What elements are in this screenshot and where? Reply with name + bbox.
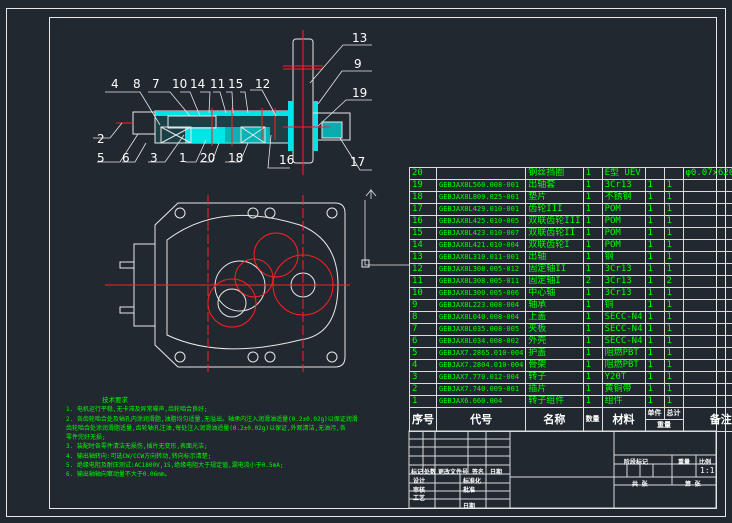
callout-20: 20 bbox=[200, 151, 215, 165]
note-item: 零件完好无损; bbox=[66, 434, 106, 442]
note-item: 1. 电机运行平稳,无卡滞及异常噪声,齿轮啮合良好; bbox=[66, 406, 208, 414]
bearing-1 bbox=[160, 126, 192, 144]
note-item: 3. 装配时各零件清洁无损伤,插片无变形,表面光洁; bbox=[66, 443, 208, 451]
tb-change-doc: 更改文件号 bbox=[438, 469, 469, 476]
callout-3: 3 bbox=[150, 151, 158, 165]
note-item: 6. 输出轴轴向窜动量不大于0.06mm。 bbox=[66, 471, 171, 479]
callout-5: 5 bbox=[97, 151, 105, 165]
hdr-no: 序号 bbox=[409, 407, 437, 432]
bom-qty: 1 bbox=[582, 383, 603, 396]
bom-header: 序号 代号 名称 数量 材料 单件 总计 备注 bbox=[409, 407, 732, 432]
tb-check: 审核 bbox=[413, 487, 426, 494]
tb-scale-value: 1:1 bbox=[700, 466, 715, 475]
callout-17: 17 bbox=[350, 155, 365, 169]
callout-19: 19 bbox=[352, 86, 367, 100]
callout-6: 6 bbox=[122, 151, 130, 165]
tb-sheet: 共 张 bbox=[632, 481, 648, 488]
bom-qty: 1 bbox=[582, 239, 603, 252]
bearing-2 bbox=[240, 126, 266, 144]
note-item: 4. 输出轴转向:可选CW/CCW方向转动,转向标示清楚; bbox=[66, 452, 212, 460]
note-item: 齿轮啮合处涂润滑脂适量,齿轮轴孔注油,每处注入润滑油适量(0.2±0.02g)以… bbox=[66, 424, 346, 432]
callout-15: 15 bbox=[228, 77, 243, 91]
tb-process: 工艺 bbox=[413, 495, 426, 502]
callout-numbers: 13 9 19 17 12 4 8 7 10 14 11 15 2 5 6 3 … bbox=[97, 31, 367, 169]
callout-1: 1 bbox=[179, 151, 187, 165]
bom-qty: 1 bbox=[582, 311, 603, 324]
note-item: 5. 绝缘电阻及耐压测试:AC1800V,1S,绝缘电阻大于规定值,漏电流小于0… bbox=[66, 462, 284, 470]
callout-8: 8 bbox=[133, 77, 141, 91]
gearbox-housing bbox=[154, 202, 346, 368]
tb-signature: 签名 bbox=[472, 469, 485, 476]
tb-date: 日期 bbox=[490, 469, 503, 476]
section-view bbox=[116, 30, 351, 175]
tb-stage-mark: 阶段标记 bbox=[624, 459, 649, 466]
callout-9: 9 bbox=[354, 57, 362, 71]
callout-13: 13 bbox=[352, 31, 367, 45]
tb-approve: 批准 bbox=[463, 487, 476, 494]
hdr-qty: 数量 bbox=[582, 407, 603, 432]
callout-10: 10 bbox=[172, 77, 187, 91]
callout-11: 11 bbox=[210, 77, 225, 91]
technical-notes: 技术要求 1. 电机运行平稳,无卡滞及异常噪声,齿轮啮合良好;2. 各齿轮啮合处… bbox=[66, 396, 358, 480]
tb-date2: 日期 bbox=[463, 503, 476, 510]
hdr-code: 代号 bbox=[435, 407, 527, 432]
callout-4: 4 bbox=[111, 77, 119, 91]
callout-14: 14 bbox=[190, 77, 205, 91]
callout-16: 16 bbox=[279, 153, 294, 167]
tb-scale: 比例 bbox=[699, 459, 712, 466]
tb-mark: 标记 bbox=[411, 469, 424, 476]
callout-2: 2 bbox=[97, 132, 105, 146]
tb-sheet-of: 第 张 bbox=[685, 481, 701, 488]
tb-weight: 重量 bbox=[678, 459, 691, 466]
tb-standardization: 标准化 bbox=[463, 478, 482, 485]
callout-18: 18 bbox=[228, 151, 243, 165]
tb-design: 设计 bbox=[413, 478, 426, 485]
notes-title: 技术要求 bbox=[102, 396, 128, 404]
callout-12: 12 bbox=[255, 77, 270, 91]
callout-7: 7 bbox=[152, 77, 160, 91]
note-item: 2. 各齿轮啮合处及轴孔内涂润滑脂,油脂均匀适量,无溢出。轴承内注入润滑油适量(… bbox=[66, 415, 358, 423]
callout-leaders bbox=[93, 44, 372, 171]
plan-view bbox=[105, 188, 410, 372]
tb-count: 处数 bbox=[424, 469, 437, 476]
